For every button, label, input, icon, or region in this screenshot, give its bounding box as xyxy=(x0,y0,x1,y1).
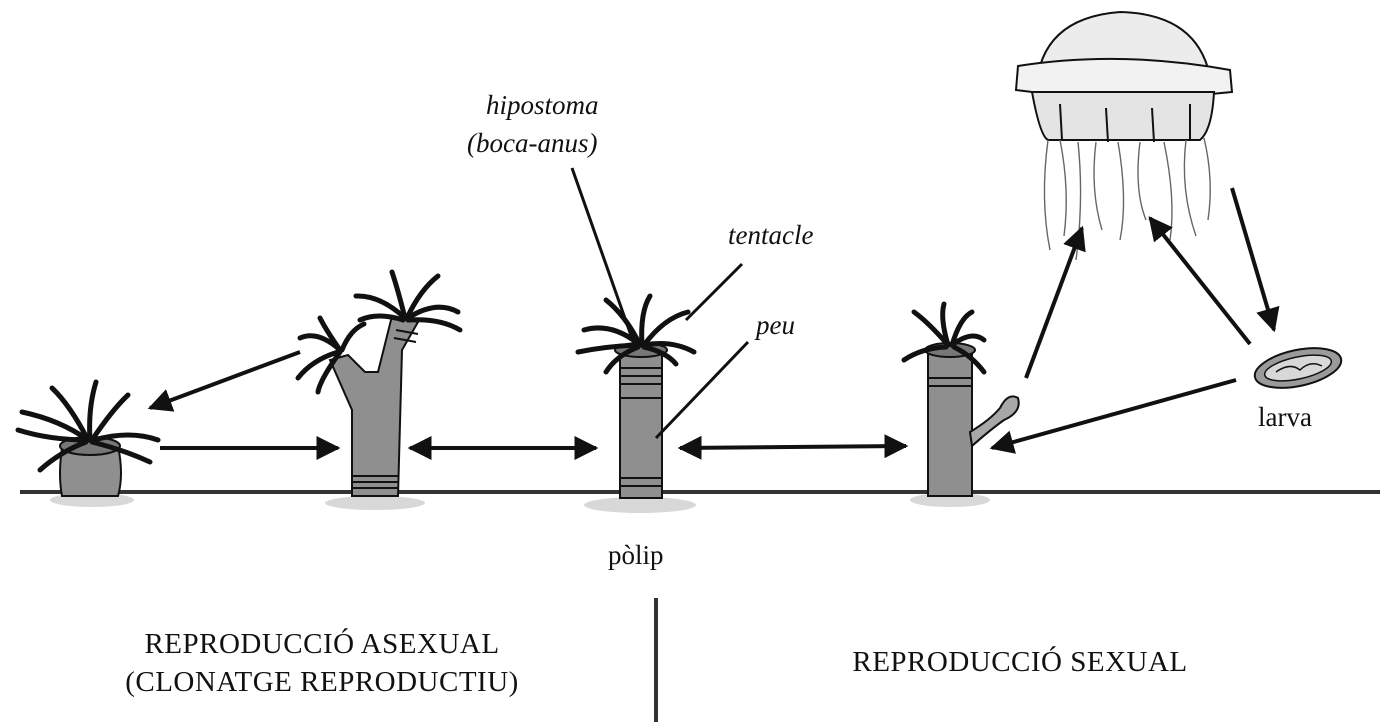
arrow-main-sexual xyxy=(680,446,906,448)
section-sexual-title: REPRODUCCIÓ SEXUAL xyxy=(760,648,1280,677)
label-peu: peu xyxy=(756,312,795,339)
label-tentacle: tentacle xyxy=(728,222,813,249)
larva-illustration xyxy=(1251,341,1345,395)
label-hipostoma: hipostoma xyxy=(486,92,599,119)
section-asexual-subtitle: (CLONATGE REPRODUCTIU) xyxy=(62,668,582,697)
polyp-main-illustration xyxy=(578,296,696,513)
polyp-budding-illustration xyxy=(298,272,460,510)
arrow-medusa-to-larva xyxy=(1232,188,1274,330)
arrow-larva-to-polyp xyxy=(992,380,1236,448)
label-larva: larva xyxy=(1258,404,1312,431)
pointer-hipostoma xyxy=(572,168,634,344)
label-boca-anus: (boca-anus) xyxy=(467,130,597,157)
arrow-polyp-to-medusa xyxy=(1026,228,1082,378)
arrow-larva-to-medusa xyxy=(1150,218,1250,344)
label-polip: pòlip xyxy=(608,542,664,569)
section-asexual-title: REPRODUCCIÓ ASEXUAL xyxy=(62,630,582,659)
arrow-budding-to-small xyxy=(150,352,300,408)
pointer-tentacle xyxy=(686,264,742,320)
polyp-sexual-illustration xyxy=(904,304,1019,507)
medusa-illustration xyxy=(1016,12,1232,260)
polyp-small-illustration xyxy=(18,382,158,507)
